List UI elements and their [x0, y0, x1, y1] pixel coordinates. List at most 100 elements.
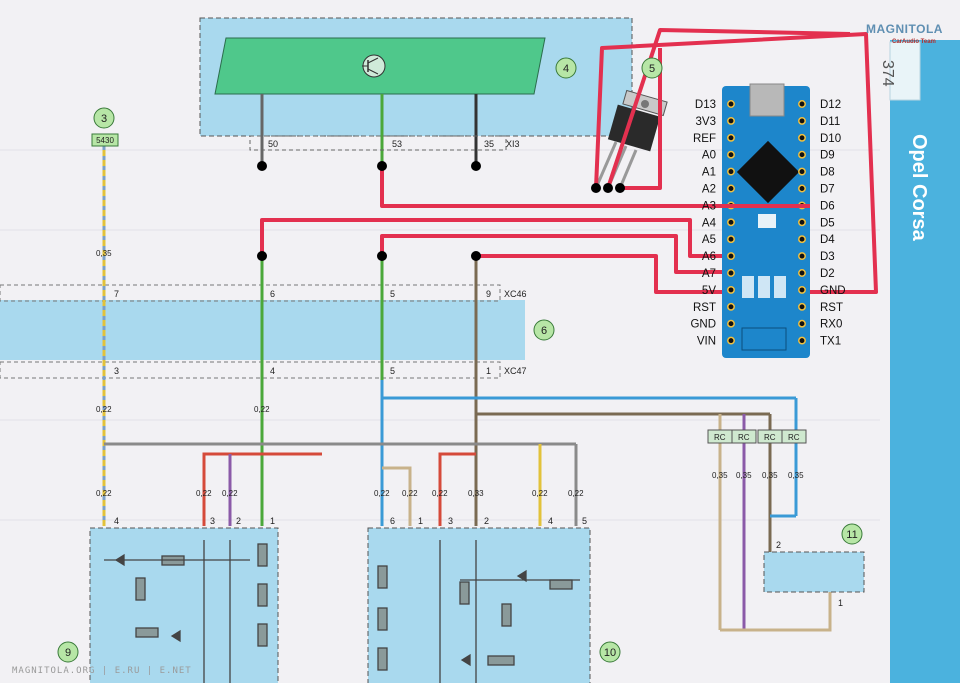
- wire-size: 0,22: [196, 489, 212, 498]
- xc46-pin-9: 9: [486, 289, 491, 299]
- arduino-left-pin-label: D13: [695, 99, 716, 111]
- arduino-left-pin-hole: [727, 218, 735, 227]
- rc-label: RC: [738, 433, 750, 442]
- wire-size: 0,35: [712, 471, 728, 480]
- label-5430: 5430: [96, 136, 114, 145]
- xi3-wires: [260, 94, 478, 166]
- arduino-left-pin-hole: [727, 133, 735, 142]
- arduino-left-pin-label: A7: [702, 268, 716, 280]
- arduino-left-pin-hole: [727, 285, 735, 294]
- xc47-pin-3: 3: [114, 366, 119, 376]
- arduino-left-pin-label: A6: [702, 251, 716, 263]
- xi3-pin-35: 35: [484, 139, 494, 149]
- module9-pin: 4: [114, 516, 119, 526]
- wire-size: 0,22: [374, 489, 390, 498]
- module-10-internals: [377, 540, 580, 683]
- wire-size: 0,35: [736, 471, 752, 480]
- module-10-box: [367, 527, 591, 683]
- arduino-left-pin-hole: [727, 302, 735, 311]
- arduino-right-pin-label: D3: [820, 251, 835, 263]
- wire-size: 0,22: [402, 489, 418, 498]
- wire-size: 0,33: [468, 489, 484, 498]
- arduino-right-pin-hole: [798, 167, 806, 176]
- xc47-pin-5: 5: [390, 366, 395, 376]
- arduino-right-pin-label: D6: [820, 200, 835, 212]
- arduino-right-pin-hole: [798, 218, 806, 227]
- wire-size: 0,22: [254, 405, 270, 414]
- page-tab: [889, 41, 921, 101]
- module9-pin: 3: [210, 516, 215, 526]
- xc47-pin-4: 4: [270, 366, 275, 376]
- arduino-left-pin-label: RST: [693, 302, 716, 314]
- xi3-pin-53: 53: [392, 139, 402, 149]
- module11-pin: 1: [838, 598, 843, 608]
- xi3-connector: [249, 135, 507, 151]
- arduino-right-pin-label: D8: [820, 167, 835, 179]
- arduino-right-pin-label: D2: [820, 268, 835, 280]
- module-9-box: [89, 527, 279, 683]
- module10-pin: 2: [484, 516, 489, 526]
- wire-size: 0,22: [532, 489, 548, 498]
- side-band: [890, 40, 960, 683]
- logo-subtitle: CarAudio Team: [892, 39, 936, 45]
- arduino-left-pin-label: A4: [702, 217, 717, 229]
- wire-size: 0,22: [96, 405, 112, 414]
- arduino-right-pin-hole: [798, 336, 806, 345]
- arduino-left-pin-hole: [727, 184, 735, 193]
- arduino-right-pin-label: D11: [820, 116, 840, 128]
- xc46-pin-6: 6: [270, 289, 275, 299]
- xc46-pin-5: 5: [390, 289, 395, 299]
- arduino-right-pin-label: TX1: [820, 336, 841, 348]
- arduino-right-pin-hole: [798, 319, 806, 328]
- wire-size: 0,35: [762, 471, 778, 480]
- arduino-left-pin-label: A2: [702, 184, 716, 196]
- text-layer: 3 4 5 6 9 10 11 5430 50 53 35 XI3 7 6 5 …: [65, 63, 858, 659]
- rc-label: RC: [764, 433, 776, 442]
- module-11-box: [763, 551, 865, 593]
- arduino-right-pin-label: RST: [820, 302, 843, 314]
- arduino-right-pin-label: D5: [820, 217, 835, 229]
- page-number: 374: [879, 60, 896, 87]
- module9-pin: 1: [270, 516, 275, 526]
- arduino-right-pin-hole: [798, 269, 806, 277]
- wire-size: 0,22: [568, 489, 584, 498]
- arduino-nano-board: [722, 83, 810, 358]
- added-red-wiring: [260, 28, 878, 294]
- arduino-right-pin-hole: [798, 302, 806, 311]
- wire-size: 0,22: [432, 489, 448, 498]
- arduino-left-pin-label: A0: [702, 150, 716, 162]
- xc47-connector: [0, 361, 501, 379]
- arduino-left-pin-hole: [727, 235, 735, 244]
- rc-label: RC: [788, 433, 800, 442]
- module9-pin: 2: [236, 516, 241, 526]
- callout-9: 9: [65, 647, 71, 659]
- xc47-pin-1: 1: [486, 366, 491, 376]
- module10-pin: 4: [548, 516, 553, 526]
- rc-label: RC: [714, 433, 726, 442]
- arduino-right-pin-label: GND: [820, 285, 846, 297]
- arduino-right-pin-hole: [798, 100, 806, 108]
- callout-3: 3: [101, 113, 107, 125]
- rc-resistors: [707, 429, 807, 444]
- arduino-left-pin-label: REF: [693, 133, 716, 145]
- arduino-right-pin-hole: [798, 116, 806, 125]
- arduino-right-pin-hole: [798, 285, 806, 294]
- arduino-pin-labels: D133V3REFA0A1A2A3A4A5A6A75VRSTGNDVIND12D…: [690, 99, 845, 348]
- callout-11: 11: [846, 529, 857, 541]
- arduino-left-pin-hole: [727, 116, 735, 125]
- callout-6: 6: [541, 325, 547, 337]
- junction-dots: [257, 161, 625, 261]
- arduino-left-pin-hole: [727, 269, 735, 277]
- wire-size: 0,35: [788, 471, 804, 480]
- arduino-left-pin-hole: [727, 100, 735, 108]
- callout-5: 5: [649, 63, 655, 75]
- callout-markers: [57, 57, 863, 663]
- arduino-right-pin-label: D7: [820, 184, 835, 196]
- xc46-pin-7: 7: [114, 289, 119, 299]
- arduino-pin-holes: [727, 100, 806, 345]
- arduino-right-pin-hole: [798, 133, 806, 142]
- arduino-left-pin-hole: [727, 336, 735, 345]
- arduino-right-pin-label: D12: [820, 99, 841, 111]
- arduino-left-pin-label: 5V: [702, 285, 716, 297]
- module10-pin: 3: [448, 516, 453, 526]
